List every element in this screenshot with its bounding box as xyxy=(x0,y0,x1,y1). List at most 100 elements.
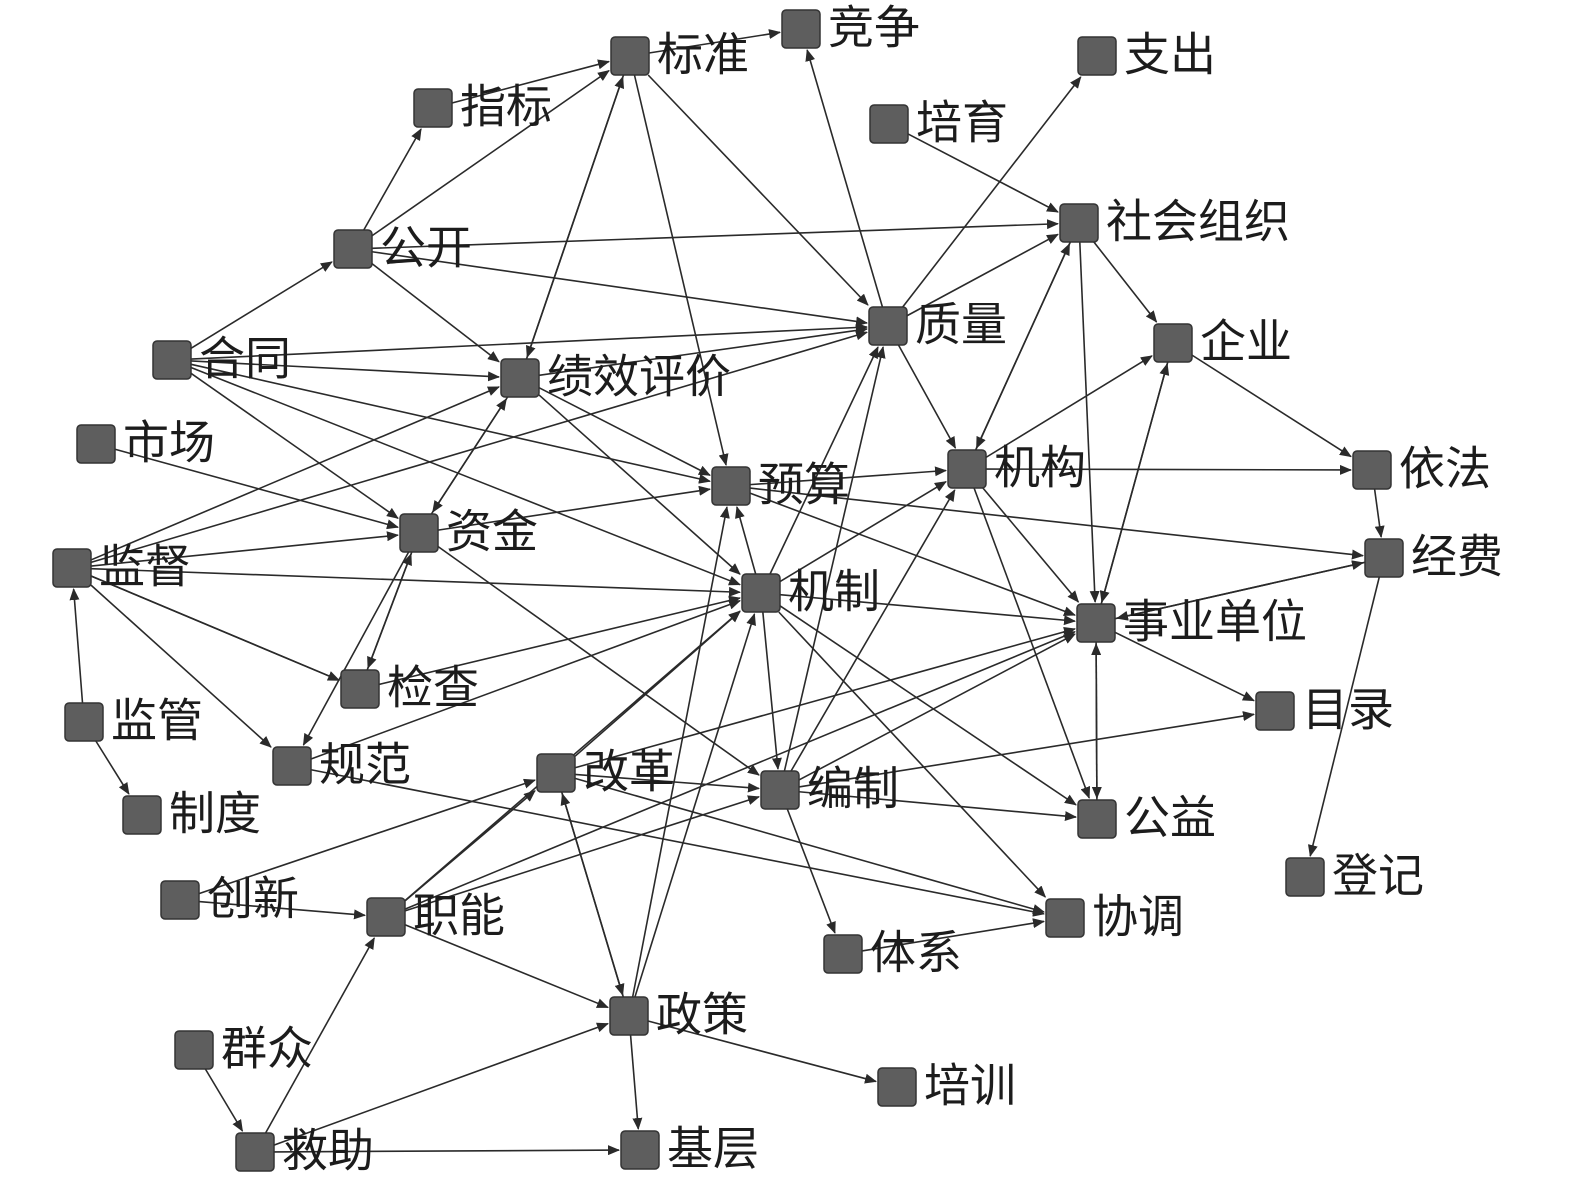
node-peiyu: 培育 xyxy=(869,96,1008,150)
edge-shichang-to-zijin xyxy=(114,448,399,530)
node-hetong: 合同 xyxy=(152,332,291,386)
node-label: 目录 xyxy=(1302,683,1394,737)
edge-gongkai-to-shehuizuzhi xyxy=(371,219,1059,250)
edge-qunzhong-to-jiuzhu xyxy=(204,1068,244,1132)
node-label: 监管 xyxy=(111,694,203,748)
node-label: 合同 xyxy=(199,332,291,386)
edge-gongyi-to-shiyedanwei xyxy=(1091,643,1102,801)
edge-zijin-to-bianzhi xyxy=(437,545,760,776)
node-box xyxy=(1352,450,1392,490)
node-label: 职能 xyxy=(413,889,505,943)
node-box xyxy=(868,306,908,346)
edge-shehuizuzhi-to-qiye xyxy=(1093,241,1158,323)
node-label: 编制 xyxy=(807,762,899,816)
node-box xyxy=(500,358,540,398)
node-box xyxy=(272,746,312,786)
node-box xyxy=(877,1067,917,1107)
node-box xyxy=(64,702,104,742)
node-yusuan: 预算 xyxy=(711,458,850,512)
node-label: 协调 xyxy=(1092,890,1184,944)
node-label: 监督 xyxy=(99,540,191,594)
edge-jianguan-to-jiandu xyxy=(69,588,84,704)
node-zhibiao: 指标 xyxy=(413,80,552,134)
node-label: 培训 xyxy=(924,1059,1016,1113)
edge-jizhi-to-gongyi xyxy=(779,605,1077,806)
edge-zijin-to-guifan xyxy=(302,551,410,746)
node-jixiaopingjia: 绩效评价 xyxy=(500,350,731,404)
edge-jizhi-to-bianzhi xyxy=(762,611,782,770)
edge-jiuzhu-to-zhineng xyxy=(264,937,375,1134)
edge-hetong-to-yusuan xyxy=(190,363,711,484)
node-jiandu: 监督 xyxy=(52,540,191,594)
edge-guifan-to-jizhi xyxy=(310,599,741,760)
node-zhichu: 支出 xyxy=(1077,28,1216,82)
node-chuangxin: 创新 xyxy=(160,872,299,926)
edge-peiyu-to-shehuizuzhi xyxy=(907,133,1059,213)
edge-shiyedanwei-to-jingfei xyxy=(1114,560,1364,620)
node-box xyxy=(413,88,453,128)
node-qiye: 企业 xyxy=(1153,315,1292,369)
node-label: 绩效评价 xyxy=(547,350,731,404)
node-label: 培育 xyxy=(916,96,1008,150)
edge-jigou-to-shiyedanwei xyxy=(982,487,1080,603)
node-box xyxy=(609,996,649,1036)
edge-hetong-to-zijin xyxy=(190,372,399,519)
node-label: 标准 xyxy=(657,28,749,82)
edge-biaozhun-to-yusuan xyxy=(633,74,729,466)
node-label: 创新 xyxy=(207,872,299,926)
edge-shiyedanwei-to-mulu xyxy=(1114,631,1255,702)
edge-jizhi-to-yusuan xyxy=(735,506,757,575)
edge-bianzhi-to-gongyi xyxy=(798,790,1077,822)
node-box xyxy=(1077,799,1117,839)
edge-yusuan-to-jigou xyxy=(749,466,947,486)
node-label: 支出 xyxy=(1124,28,1216,82)
node-tixi: 体系 xyxy=(823,926,962,980)
node-zhengce: 政策 xyxy=(609,988,748,1042)
edge-layer xyxy=(69,29,1385,1156)
node-box xyxy=(536,753,576,793)
edge-gongkai-to-zhiliang xyxy=(371,250,868,327)
node-box xyxy=(947,449,987,489)
node-box xyxy=(1076,603,1116,643)
node-label: 竞争 xyxy=(828,1,920,55)
edge-zhengce-to-gaige xyxy=(560,793,625,998)
edge-biaozhun-to-zhiliang xyxy=(647,74,869,306)
edge-hetong-to-zhiliang xyxy=(190,322,868,360)
edge-zhibiao-to-biaozhun xyxy=(451,59,610,104)
node-label: 制度 xyxy=(169,787,261,841)
node-peixun: 培训 xyxy=(877,1059,1016,1113)
node-box xyxy=(52,548,92,588)
edge-zhineng-to-shiyedanwei xyxy=(404,630,1076,910)
edge-jixiaopingjia-to-jizhi xyxy=(538,394,741,575)
node-box xyxy=(620,1130,660,1170)
edge-biaozhun-to-jingzheng xyxy=(648,29,781,54)
node-label: 预算 xyxy=(758,458,850,512)
node-box xyxy=(1077,36,1117,76)
edge-hetong-to-jizhi xyxy=(190,366,741,586)
node-zhiliang: 质量 xyxy=(868,298,1007,352)
node-box xyxy=(1045,898,1085,938)
edge-zhengce-to-peixun xyxy=(647,1020,877,1084)
node-shiyedanwei: 事业单位 xyxy=(1076,595,1307,649)
node-label: 市场 xyxy=(123,416,215,470)
node-box xyxy=(366,897,406,937)
edge-jiuzhu-to-jiceng xyxy=(273,1145,620,1156)
node-label: 规范 xyxy=(319,738,411,792)
node-label: 体系 xyxy=(870,926,962,980)
edge-hetong-to-gongkai xyxy=(190,261,333,350)
node-jingfei: 经费 xyxy=(1364,530,1503,584)
edge-jixiaopingjia-to-biaozhun xyxy=(525,76,625,360)
node-jingzheng: 竞争 xyxy=(781,1,920,55)
node-jiceng: 基层 xyxy=(620,1122,759,1176)
node-jianguan: 监管 xyxy=(64,694,203,748)
node-label: 群众 xyxy=(221,1022,313,1076)
node-box xyxy=(235,1132,275,1172)
node-label: 机制 xyxy=(788,565,880,619)
edge-jiandu-to-jizhi xyxy=(90,567,741,597)
edge-jiandu-to-zhiliang xyxy=(90,330,868,564)
edge-zhengce-to-jizhi xyxy=(634,613,756,998)
node-box xyxy=(333,229,373,269)
edge-jigou-to-yifa xyxy=(985,464,1352,475)
edge-yusuan-to-jingfei xyxy=(749,487,1364,560)
